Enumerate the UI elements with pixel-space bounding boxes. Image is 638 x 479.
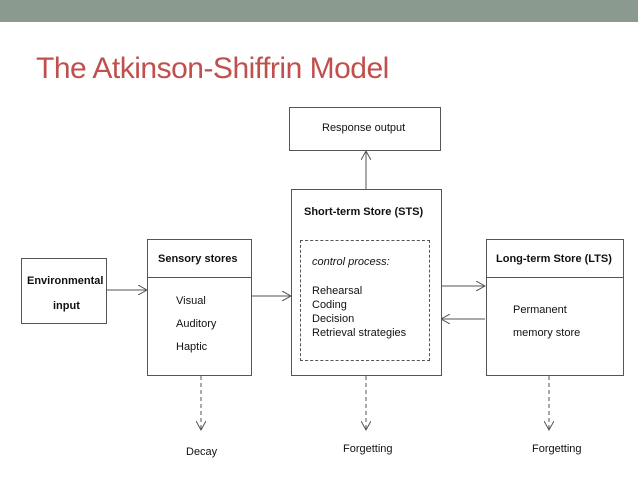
sensory-item-auditory: Auditory xyxy=(176,318,217,330)
sts-item-coding: Coding xyxy=(312,299,347,311)
environmental-input-line2: input xyxy=(53,300,80,312)
environmental-input-box xyxy=(21,258,107,324)
sensory-item-visual: Visual xyxy=(176,295,206,307)
lts-item-memory-store: memory store xyxy=(513,327,581,339)
sts-item-rehearsal: Rehearsal xyxy=(312,285,363,297)
sensory-item-haptic: Haptic xyxy=(176,341,208,353)
long-term-store-box xyxy=(486,239,624,376)
control-process-dashed-box xyxy=(300,240,430,361)
top-bar xyxy=(0,0,638,22)
decay-label: Decay xyxy=(186,446,218,458)
short-term-store-box xyxy=(291,189,442,376)
response-output-box xyxy=(289,107,441,151)
lts-item-permanent: Permanent xyxy=(513,304,567,316)
response-output-label: Response output xyxy=(322,122,406,134)
control-process-label: control process: xyxy=(312,256,390,268)
lts-forgetting-label: Forgetting xyxy=(532,443,582,455)
environmental-input-line1: Environmental xyxy=(27,275,104,287)
sensory-stores-divider xyxy=(147,277,252,278)
sts-item-retrieval: Retrieval strategies xyxy=(312,327,407,339)
sensory-stores-box xyxy=(147,239,252,376)
long-term-store-divider xyxy=(486,277,624,278)
sensory-stores-header: Sensory stores xyxy=(158,253,238,265)
sts-item-decision: Decision xyxy=(312,313,355,325)
short-term-store-header: Short-term Store (STS) xyxy=(304,206,424,218)
sts-forgetting-label: Forgetting xyxy=(343,443,393,455)
long-term-store-header: Long-term Store (LTS) xyxy=(496,253,612,265)
slide-title: The Atkinson-Shiffrin Model xyxy=(36,52,389,85)
